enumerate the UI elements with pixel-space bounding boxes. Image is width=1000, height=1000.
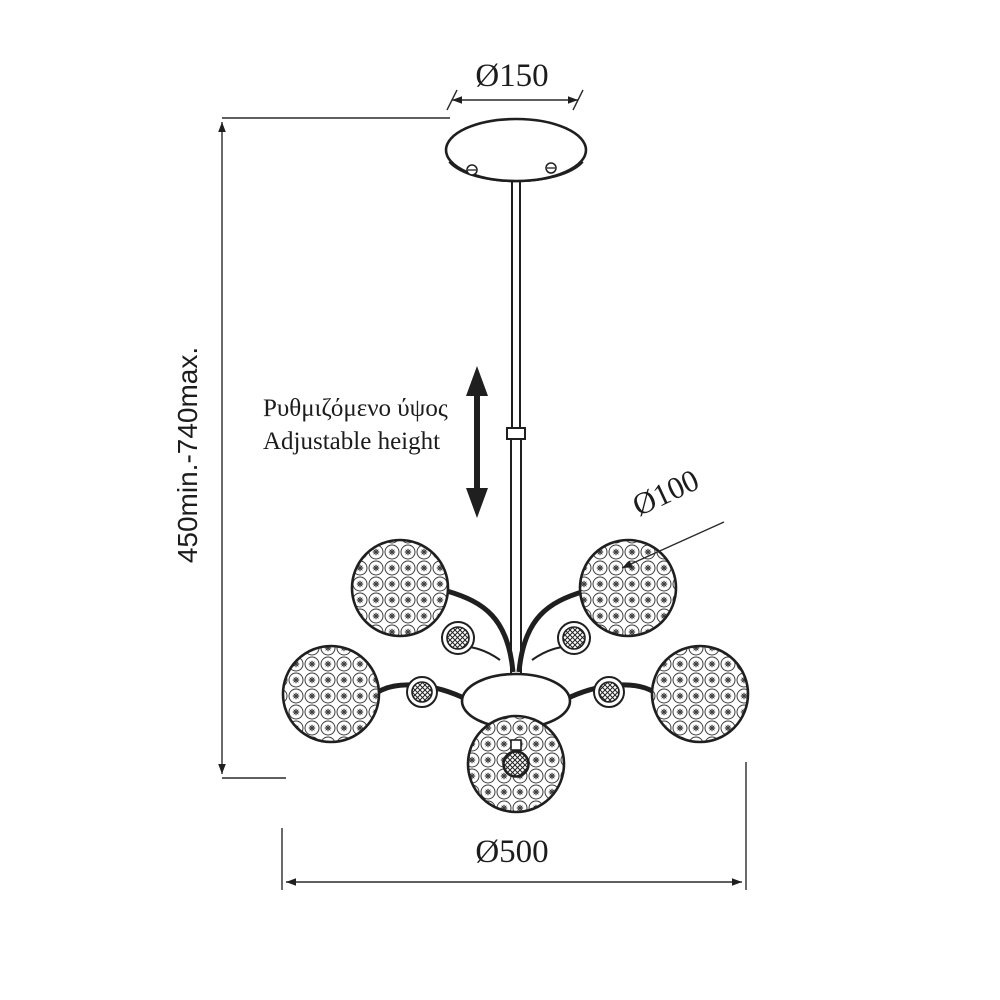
crystal-ball-upper-right (557, 621, 591, 655)
height-range-label: 450min.-740max. (172, 347, 203, 563)
overall-width-label: Ø500 (475, 834, 548, 870)
adjustable-height-label-greek: Ρυθμιζόμενο ύψος (263, 395, 448, 422)
canopy-screw-left (466, 164, 478, 176)
globe-upper-left (350, 538, 450, 638)
canopy-diameter-label: Ø150 (475, 58, 548, 94)
glass-globes (281, 538, 750, 814)
crystal-ball-upper-left (441, 621, 475, 655)
crystal-ball-bottom (503, 751, 529, 777)
crystal-ball-right (593, 676, 625, 708)
arm-upper-left (446, 588, 516, 673)
globe-upper-right (578, 538, 678, 638)
globe-bottom (466, 714, 566, 814)
suspension-rod (506, 177, 526, 680)
dimension-overall-width: Ø500 (281, 762, 747, 890)
crystal-ball-left (406, 676, 438, 708)
globe-right (650, 644, 750, 744)
adjustable-height-label-english: Adjustable height (263, 428, 440, 455)
ceiling-canopy (444, 117, 588, 183)
rod-adjustment-collar (506, 427, 526, 440)
bottom-globe-socket (510, 739, 522, 751)
scroll-crystal-balls (406, 621, 625, 708)
arm-upper-right (516, 588, 586, 673)
dimension-height-range: 450min.-740max. (172, 117, 450, 779)
adjustable-height-arrow-icon (466, 366, 488, 518)
globe-diameter-label: Ø100 (627, 462, 704, 523)
adjustable-height-annotation: Ρυθμιζόμενο ύψος Adjustable height (263, 366, 488, 518)
globe-left (281, 644, 381, 744)
dimension-canopy-diameter: Ø150 (446, 58, 584, 111)
canopy-screw-right (545, 162, 557, 174)
